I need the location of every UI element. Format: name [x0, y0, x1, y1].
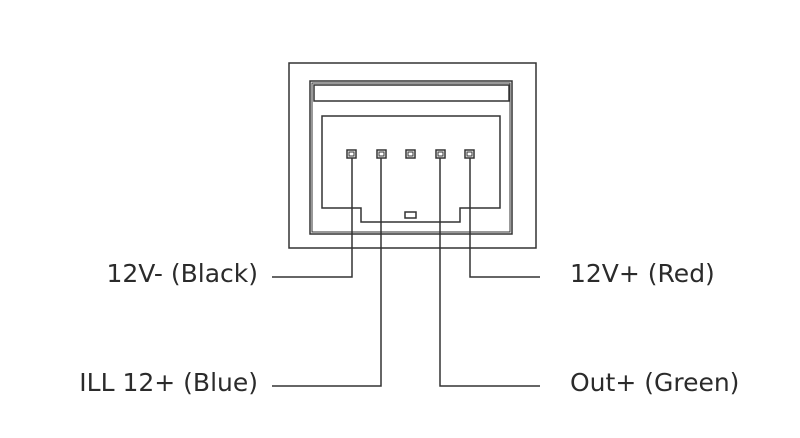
label-ill-12-plus-blue: ILL 12+ (Blue): [79, 368, 258, 397]
pin-3: [405, 149, 416, 159]
leader-line-pin5: [469, 158, 540, 278]
pin-4: [435, 149, 446, 159]
label-12v-minus-black: 12V- (Black): [106, 259, 258, 288]
connector-body: [321, 115, 501, 223]
connector-frame: [309, 80, 513, 235]
connector-top-bar: [313, 84, 510, 102]
label-12v-plus-red: 12V+ (Red): [570, 259, 715, 288]
connector-outer-housing: [288, 62, 537, 249]
leader-line-pin1: [272, 158, 353, 278]
leader-line-pin2: [272, 158, 382, 387]
pin-2: [376, 149, 387, 159]
pin-1: [346, 149, 357, 159]
leader-line-pin4: [439, 158, 540, 387]
connector-key-tab: [404, 211, 417, 219]
pins: [346, 149, 475, 159]
label-out-plus-green: Out+ (Green): [570, 368, 740, 397]
pin-5: [464, 149, 475, 159]
